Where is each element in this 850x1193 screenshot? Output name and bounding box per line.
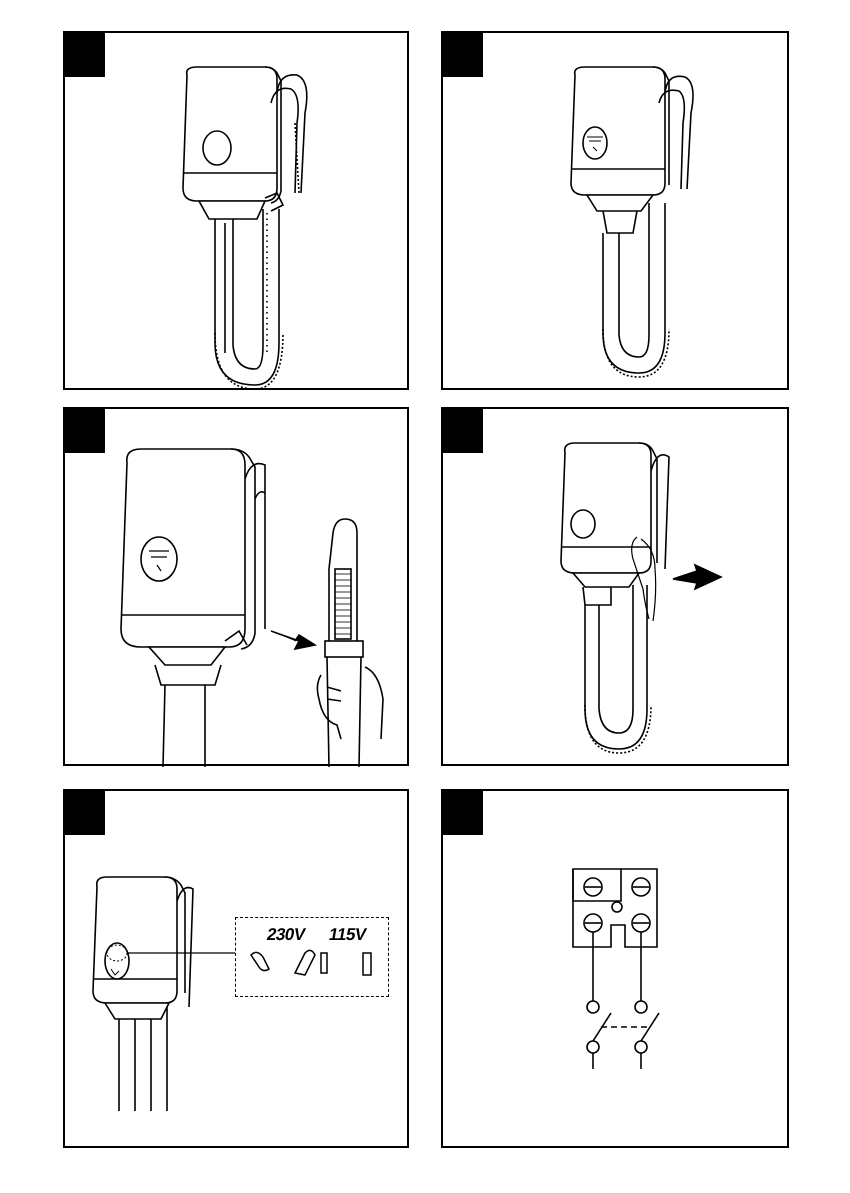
dryer-illustration-4 bbox=[443, 409, 791, 768]
panel-1 bbox=[63, 31, 409, 390]
panel-3 bbox=[63, 407, 409, 766]
dryer-illustration-1 bbox=[65, 33, 411, 392]
panel-2 bbox=[441, 31, 789, 390]
selector-positions-icon bbox=[65, 791, 411, 1150]
dryer-illustration-3 bbox=[65, 409, 411, 768]
panel-5: 230V 115V bbox=[63, 789, 409, 1148]
panel-4 bbox=[441, 407, 789, 766]
dryer-illustration-2 bbox=[443, 33, 791, 392]
wiring-diagram bbox=[443, 791, 791, 1150]
panel-6 bbox=[441, 789, 789, 1148]
